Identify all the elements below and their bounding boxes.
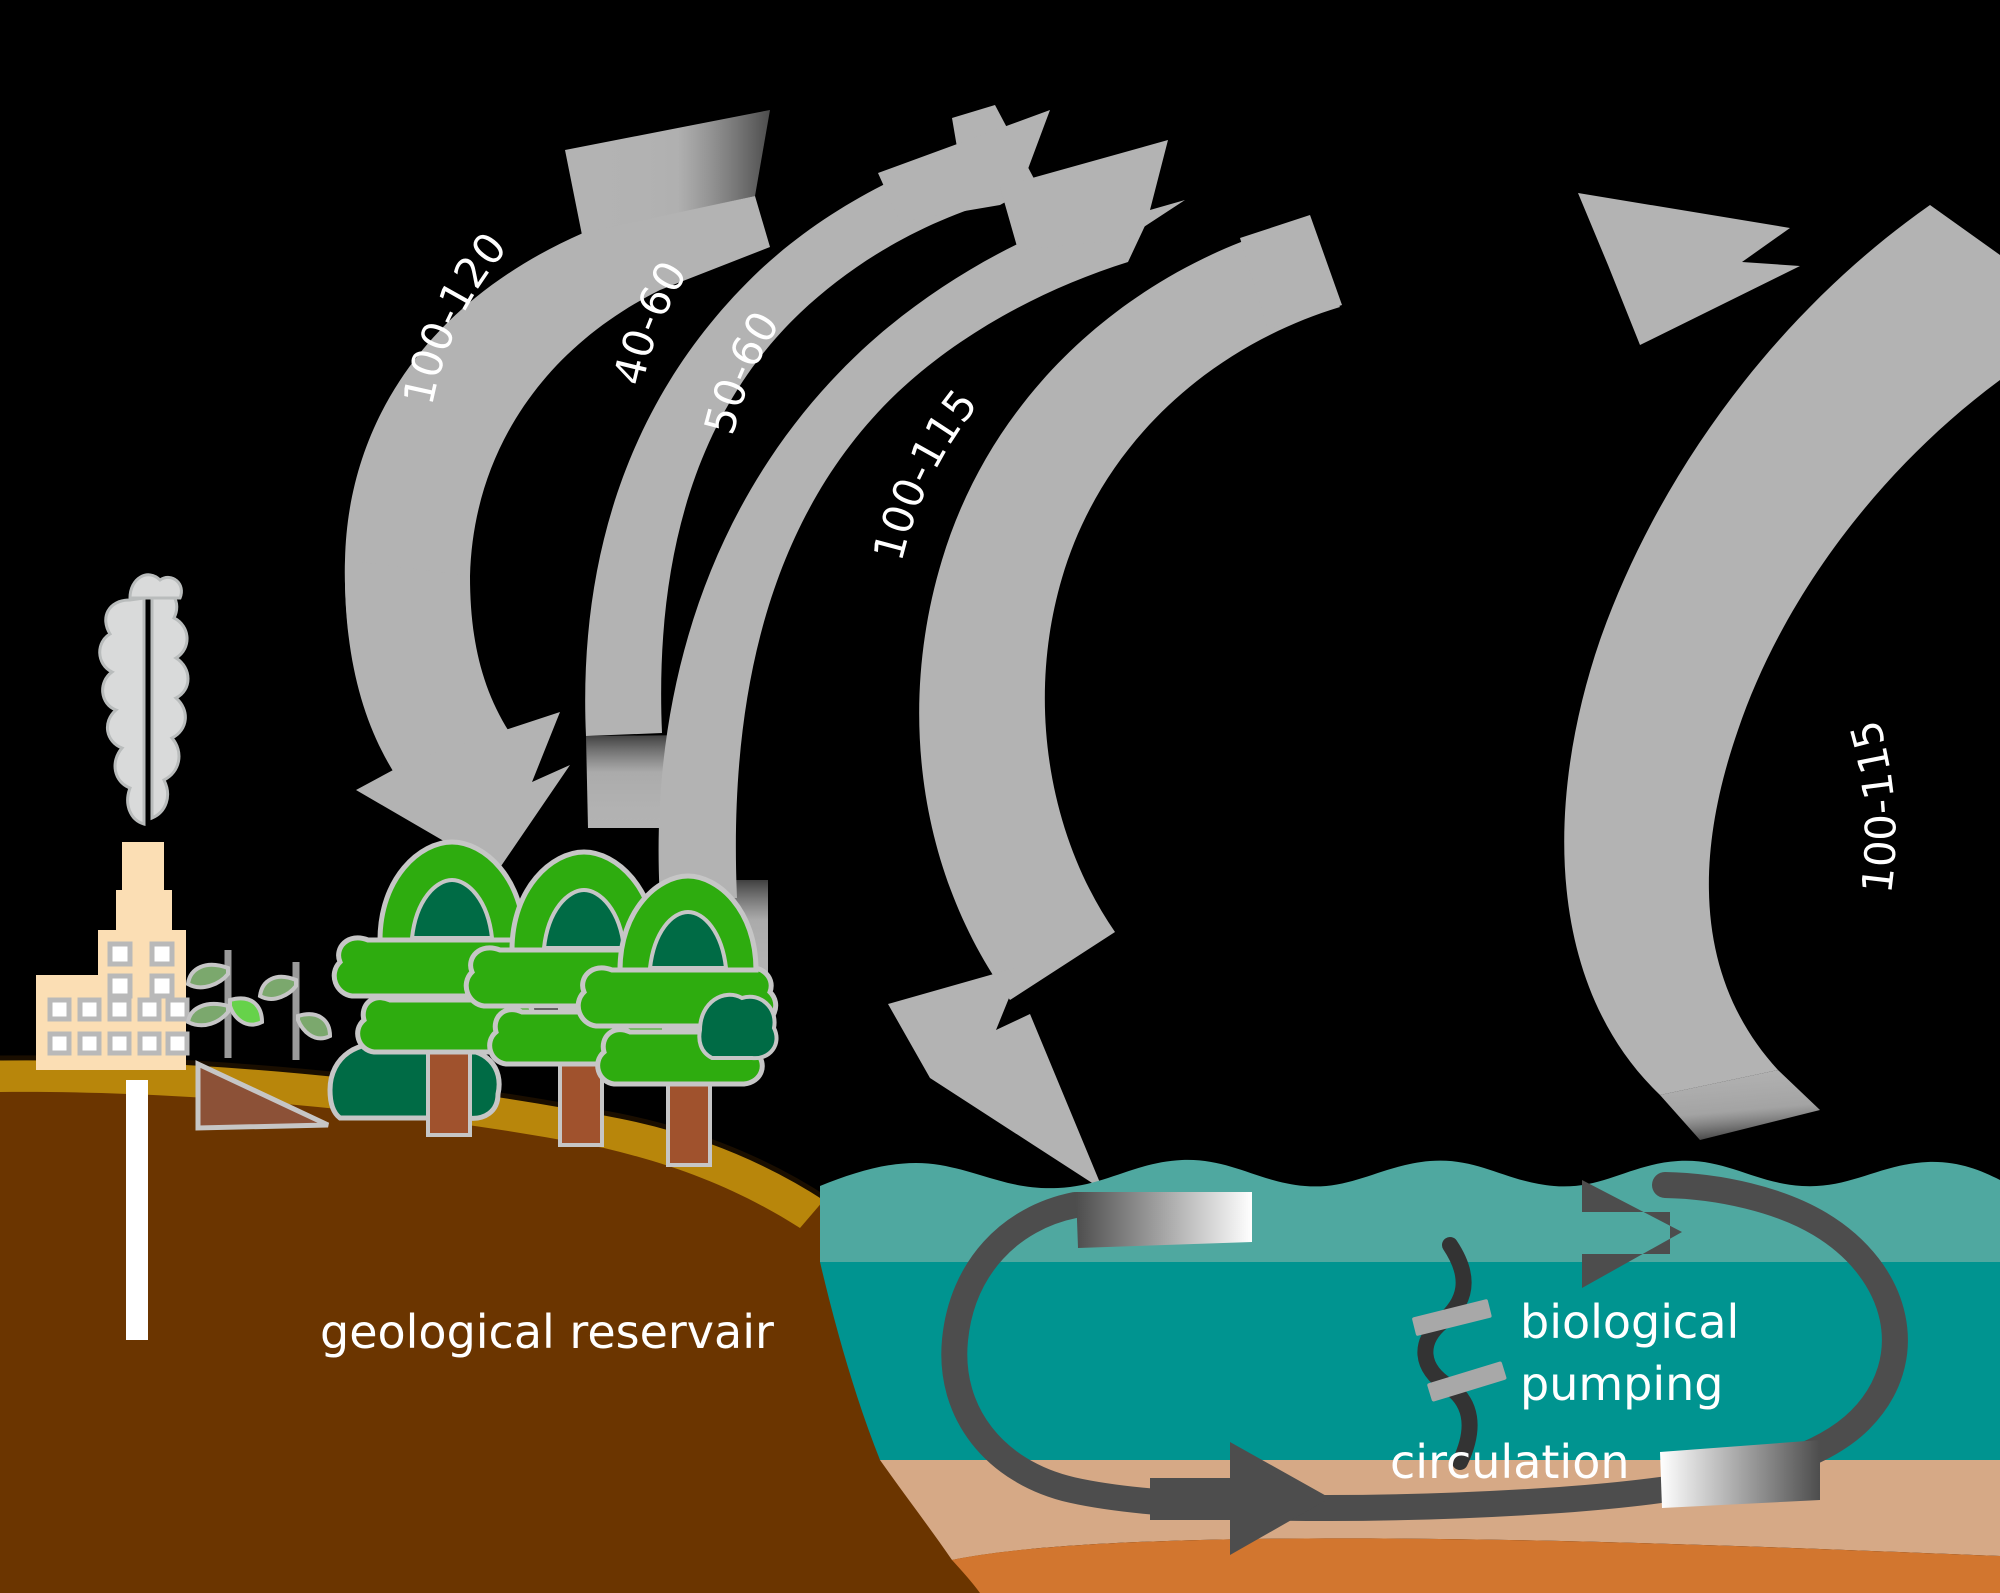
tree-2-inner-shade	[541, 887, 627, 950]
flux-arc-100-120: 100-120	[344, 110, 770, 872]
tree-cluster-dark-right	[697, 992, 779, 1061]
arc1-fade-tail	[565, 110, 770, 235]
circulation-arrowhead-left	[1582, 1180, 1682, 1288]
smoke-left-lobe	[98, 596, 146, 826]
biological-pumping-label-line2: pumping	[1520, 1357, 1724, 1411]
factory	[36, 573, 190, 1070]
circulation-arrowhead-right	[1150, 1442, 1330, 1555]
arc1-lower-band	[344, 560, 516, 782]
well-shaft	[126, 1080, 148, 1340]
circulation-loop-path	[941, 1172, 1908, 1522]
seafloor-orange-sediment	[952, 1538, 2000, 1593]
arc1-arrowhead	[356, 712, 570, 872]
arc4-band	[919, 225, 1340, 1000]
grass-leaf-2a	[257, 974, 298, 1001]
soil-wedge	[195, 1060, 330, 1131]
arc3-band	[658, 200, 1150, 900]
arc4-arrowhead	[888, 966, 1103, 1190]
circulation-tail-upper-left	[1076, 1192, 1252, 1248]
grass-leaf-2b	[296, 1012, 333, 1041]
arc3-arrowhead	[1000, 140, 1185, 250]
grass-leaf-1b	[185, 1002, 230, 1028]
grass-leaf-1a	[185, 962, 230, 990]
tree-3-inner-shade	[647, 909, 729, 970]
arc5-arrowhead	[1578, 193, 1800, 345]
factory-windows-main	[47, 997, 190, 1056]
arc5-band	[1564, 205, 2000, 1095]
bio-pump-crossbar-2	[1427, 1361, 1507, 1402]
bio-pump-crossbar-1	[1412, 1299, 1492, 1336]
ocean-lower-layer	[820, 1262, 2000, 1460]
smoke-plume	[98, 573, 190, 826]
bio-pump-wavy-line	[1417, 1237, 1478, 1470]
grass-leaf-1c	[228, 996, 265, 1027]
circulation-label: circulation	[1390, 1435, 1630, 1489]
circulation-tail-lower-right	[1660, 1440, 1820, 1508]
ocean-circulation-loop	[941, 1172, 1908, 1555]
biological-pumping-label-line1: biological	[1520, 1295, 1739, 1349]
factory-windows-upper	[107, 941, 175, 999]
smoke-right-lobe	[150, 586, 190, 821]
arc5-fade-tail	[1660, 1070, 1820, 1140]
tree-1-inner-shade	[409, 877, 495, 940]
grass-tufts	[185, 950, 333, 1131]
trees	[331, 839, 779, 1167]
geological-reservoir-label: geological reservair	[320, 1305, 774, 1359]
biological-pump-squiggle	[1412, 1237, 1507, 1470]
arc4-top-tail	[1240, 215, 1342, 330]
smoke-top-puff	[128, 573, 183, 600]
